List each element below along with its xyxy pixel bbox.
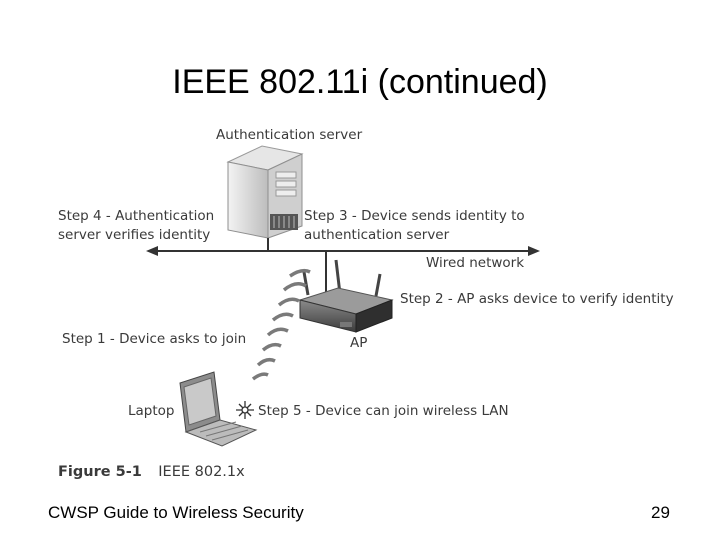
step1-label: Step 1 - Device asks to join [62,331,247,347]
step5-label: Step 5 - Device can join wireless LAN [258,403,509,419]
wired-network-line [146,238,540,296]
figure-caption: Figure 5-1 IEEE 802.1x [58,463,245,481]
step4-label-line2: server verifies identity [58,227,211,243]
slide-title: IEEE 802.11i (continued) [172,63,548,101]
figure-caption-text: IEEE 802.1x [158,464,245,480]
ap-label: AP [350,335,368,351]
wireless-signal-icon [251,268,311,381]
wired-network-label: Wired network [426,255,525,271]
sparkle-icon [236,401,254,419]
auth-server-label: Authentication server [216,127,363,143]
step3-label-line2: authentication server [304,227,450,243]
laptop-label: Laptop [128,403,175,419]
step2-label: Step 2 - AP asks device to verify identi… [400,291,674,307]
footer-course-title: CWSP Guide to Wireless Security [48,503,304,522]
step4-label-line1: Step 4 - Authentication [58,208,215,224]
step3-label-line1: Step 3 - Device sends identity to [304,208,525,224]
laptop-icon [179,371,258,447]
access-point-icon [298,259,394,333]
server-icon [226,145,304,239]
figure-number: Figure 5-1 [58,464,142,480]
page-number: 29 [651,503,670,522]
